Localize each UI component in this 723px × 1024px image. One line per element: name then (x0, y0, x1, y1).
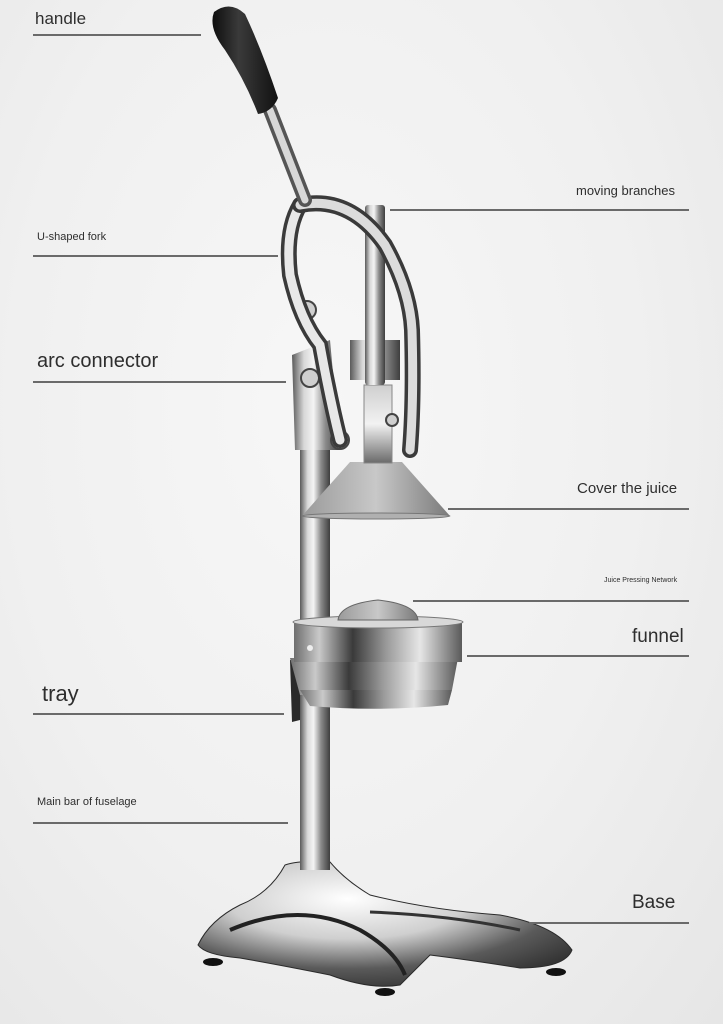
leader-line-cover-the-juice (448, 508, 689, 510)
label-main-bar-of-fuselage: Main bar of fuselage (37, 796, 137, 808)
label-juice-pressing-network: Juice Pressing Network (604, 577, 678, 584)
leader-line-main-bar (33, 822, 288, 824)
cover-cone-shape (301, 462, 451, 520)
leader-line-arc-connector (33, 381, 286, 383)
leader-line-juice-pressing-network (413, 600, 689, 602)
u-fork-shape (280, 195, 421, 458)
leader-line-moving-branches (390, 209, 689, 211)
label-tray: tray (42, 681, 79, 706)
leader-line-handle (33, 34, 201, 36)
handle-shape (212, 6, 312, 207)
leader-line-tray (33, 713, 284, 715)
label-funnel: funnel (632, 626, 684, 647)
base-shape (197, 840, 573, 996)
leader-line-funnel (467, 655, 689, 657)
label-u-shaped-fork: U-shaped fork (37, 231, 107, 243)
label-handle: handle (35, 9, 87, 28)
label-cover-the-juice: Cover the juice (577, 480, 678, 497)
label-moving-branches: moving branches (576, 183, 675, 198)
leader-line-u-shaped-fork (33, 255, 278, 257)
label-arc-connector: arc connector (37, 350, 159, 372)
tray-funnel-shape (290, 599, 464, 722)
label-base: Base (632, 892, 676, 913)
leader-line-base (529, 922, 689, 924)
